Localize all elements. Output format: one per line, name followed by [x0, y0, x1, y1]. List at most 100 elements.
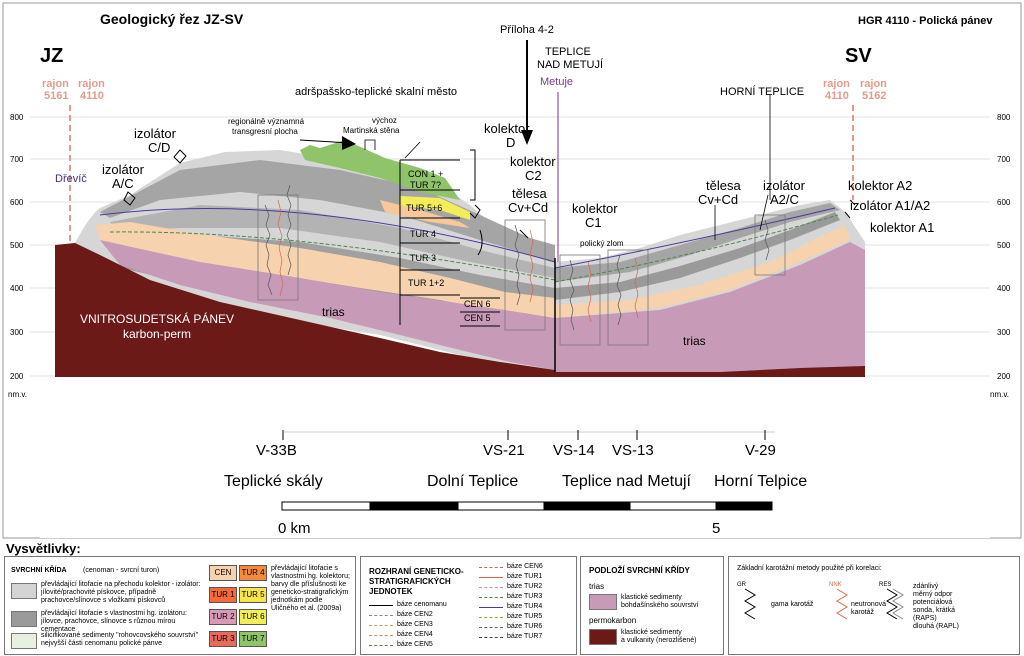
legend-rozhrani: ROZHRANÍ GENETICKO- STRATIGRAFICKÝCH JED…: [360, 556, 577, 655]
legend-title: Vysvětlivky:: [6, 541, 81, 556]
fault-label: polický zlom: [580, 239, 624, 248]
legend-text: zdánlivý: [913, 583, 939, 590]
annotation: kolektor A2: [848, 178, 912, 193]
annotation: C/D: [148, 140, 170, 155]
rajon-number: 5162: [862, 90, 886, 102]
well-logs: [264, 184, 770, 331]
legend-text: báze TUR7: [507, 633, 543, 640]
annotation: Cv+Cd: [698, 192, 738, 207]
town-label: HORNÍ TEPLICE: [720, 85, 804, 98]
direction-left: JZ: [40, 45, 63, 67]
annotation: izolátor: [763, 178, 806, 193]
rajon-label: rajon: [860, 78, 887, 90]
tick-label: 200: [997, 372, 1011, 381]
swatch-light-gray: [11, 583, 37, 599]
legend-text: dlouhá (RAPL): [913, 623, 959, 630]
area-label: adršpašsko-teplické skalní město: [295, 86, 457, 98]
legend-text: (RAPS): [913, 615, 937, 622]
annotation: izolátor: [102, 162, 145, 177]
log-code: NNK: [829, 582, 842, 588]
legend-heading: Základní karotážní metody použité při ko…: [737, 565, 882, 572]
log-code: GR: [737, 582, 746, 588]
tick-label: 400: [10, 284, 24, 293]
place-label: Dolní Teplice: [427, 473, 518, 490]
legend-text: báze TUR3: [507, 593, 543, 600]
legend-text: a vulkanity (nerozlišené): [621, 637, 697, 644]
unit-label: TUR 3: [410, 253, 436, 263]
rajon-label: rajon: [78, 78, 105, 90]
legend-heading: ROZHRANÍ GENETICKO-: [369, 567, 464, 576]
tick-label: 800: [10, 113, 24, 122]
legend-heading: PODLOŽÍ SVRCHNÍ KŘÍDY: [589, 566, 690, 575]
legend-text: trias: [589, 582, 605, 591]
annotation-brackets: [123, 149, 856, 256]
annotation: kolektor: [572, 201, 618, 216]
legend-heading: STRATIGRAFICKÝCH: [369, 577, 451, 586]
annotation: tělesa: [706, 178, 741, 193]
swatch-tur6: TUR 6: [239, 609, 267, 625]
swatch-tur5: TUR 5: [239, 587, 267, 603]
unit-label: TUR 1+2: [408, 278, 444, 288]
legend-text: klastické sedimenty: [621, 594, 682, 601]
axis-right: 800 700 600 500 400 300 200 nm.v.: [990, 113, 1011, 399]
tick-label: 700: [997, 155, 1011, 164]
swatch-permokarbon: [589, 629, 617, 645]
town-label: TEPLICE: [545, 46, 591, 58]
annotation: Cv+Cd: [508, 200, 548, 215]
axis-left: 800 700 600 500 400 300 200 nm.v.: [8, 113, 27, 399]
place-label: Dřevíč: [55, 173, 87, 185]
annotation: A/C: [112, 176, 134, 191]
swatch-cen: CEN: [209, 565, 237, 581]
legend-karotaz: Základní karotážní metody použité při ko…: [728, 556, 1020, 655]
tick-label: 300: [997, 328, 1011, 337]
unit-label: trias: [322, 305, 345, 319]
legend-text: báze TUR6: [507, 623, 543, 630]
legend-text: převládající litofacie na přechodu kolek…: [41, 581, 201, 604]
swatch-tur2: TUR 2: [209, 609, 237, 625]
legend-text: báze CEN2: [397, 611, 433, 618]
river-label: Metuje: [540, 76, 573, 88]
tick-label: 800: [997, 113, 1011, 122]
well-label: VS-14: [553, 442, 595, 459]
unit-label: CEN 6: [464, 299, 491, 309]
scale-five: 5: [712, 520, 720, 537]
legend-text: klastické sedimenty: [621, 629, 682, 636]
rajon-lines: [69, 105, 854, 245]
legend-text: báze TUR1: [507, 573, 543, 580]
place-label: Teplické skály: [224, 473, 323, 490]
legend-text: silicifikované sedimenty "rohovcovského …: [41, 632, 199, 647]
annotation: kolektor A1: [870, 220, 934, 235]
well-label: VS-21: [483, 442, 525, 459]
legend-heading: SVRCHNÍ KŘÍDA: [11, 567, 67, 574]
tick-label: 600: [997, 198, 1011, 207]
legend-text: báze CEN4: [397, 631, 433, 638]
well-ticks: [282, 430, 775, 440]
tick-label: 500: [997, 241, 1011, 250]
well-label: VS-13: [612, 442, 654, 459]
rajon-number: 4110: [825, 90, 849, 102]
unit-label: CON 1 +: [408, 169, 443, 179]
annotation: A2/C: [770, 192, 799, 207]
scale-bar: 0 km 5: [278, 501, 773, 537]
leader-lines: [364, 95, 771, 240]
boundary-lines: [99, 207, 839, 283]
legend-text: neutronová karotáž: [851, 601, 887, 616]
legend-text: báze CEN6: [507, 563, 543, 570]
project-title: HGR 4110 - Polická pánev: [858, 15, 993, 27]
legend-text: permokarbon: [589, 616, 637, 625]
legend-heading: JEDNOTEK: [369, 587, 413, 596]
page-title: Geologický řez JZ-SV: [100, 11, 244, 27]
unit-label: TUR 4: [410, 229, 436, 239]
attachment-arrow: [521, 40, 533, 145]
legend-podlozi: PODLOŽÍ SVRCHNÍ KŘÍDY trias klastické se…: [580, 556, 724, 655]
annotation: D: [506, 135, 515, 150]
direction-right: SV: [845, 45, 872, 67]
transgression-arrow: [299, 136, 356, 150]
basin-label: VNITROSUDETSKÁ PÁNEV: [80, 311, 234, 326]
legend-text: převládající litofacie s vlastnostmi hg.…: [41, 610, 187, 633]
tick-label: 300: [10, 328, 24, 337]
well-label: V-29: [745, 442, 776, 459]
swatch-tur3: TUR 3: [209, 631, 237, 647]
legend-text: převládající litofacie s vlastnostmi hg.…: [271, 565, 350, 612]
